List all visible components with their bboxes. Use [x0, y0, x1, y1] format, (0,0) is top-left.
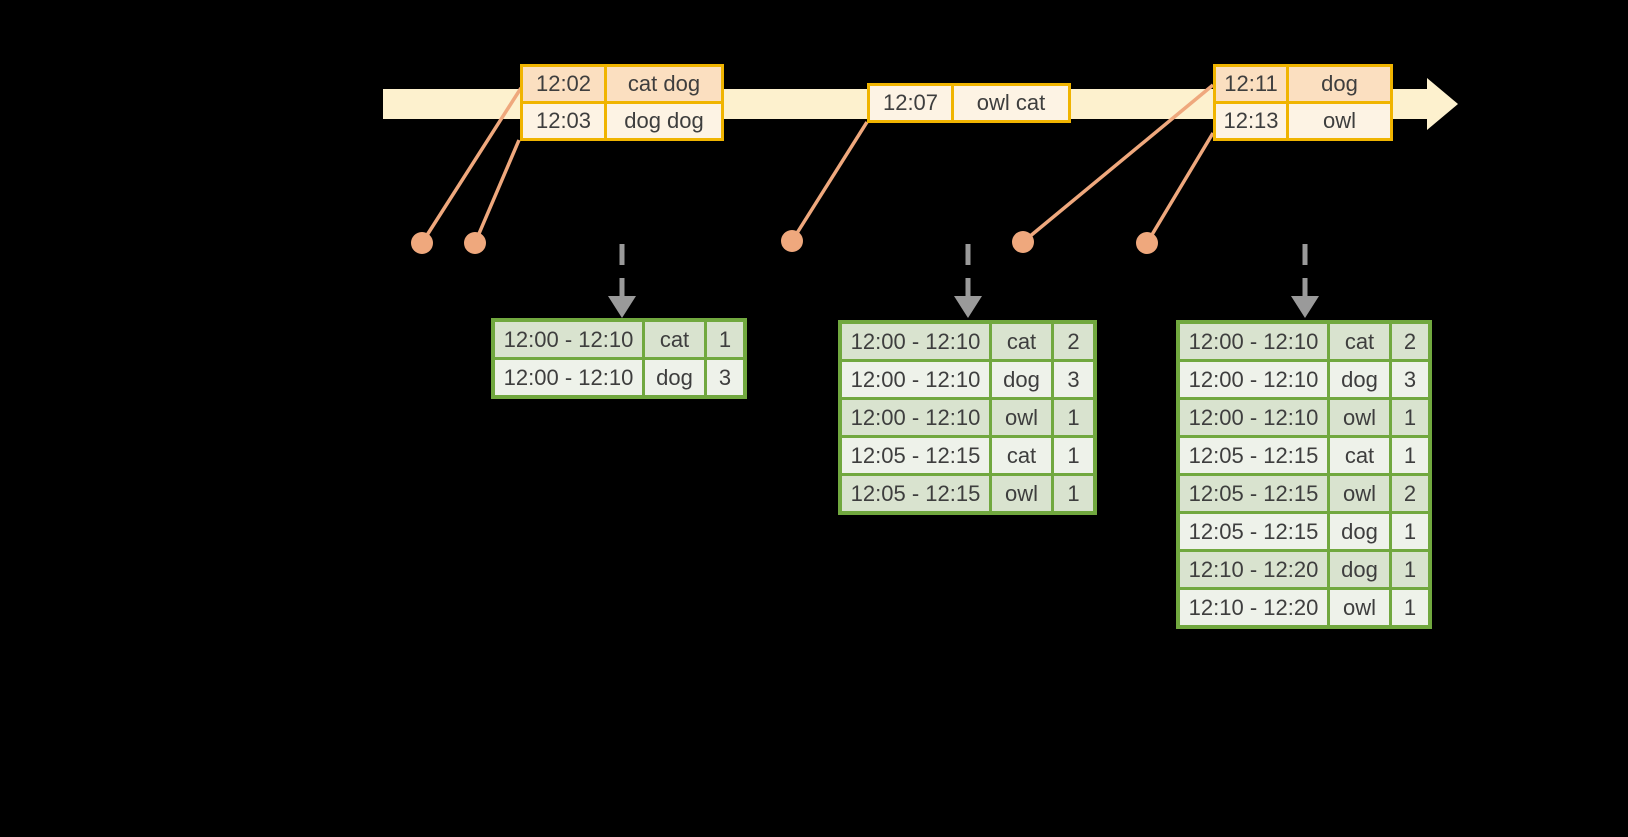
word-cell: owl: [992, 476, 1051, 511]
count-cell: 3: [1392, 362, 1428, 397]
event-dot-icon: [781, 230, 803, 252]
window-cell: 12:05 - 12:15: [1180, 514, 1327, 549]
count-cell: 1: [1054, 438, 1093, 473]
timeline-right-arrow-icon: [1427, 78, 1458, 130]
window-cell: 12:00 - 12:10: [495, 360, 642, 395]
time-cell: 12:13: [1216, 104, 1286, 138]
window-cell: 12:00 - 12:10: [1180, 362, 1327, 397]
word-cell: cat: [1330, 324, 1389, 359]
window-cell: 12:05 - 12:15: [842, 438, 989, 473]
word-cell: dog: [1330, 362, 1389, 397]
time-cell: 12:02: [523, 67, 604, 101]
window-cell: 12:10 - 12:20: [1180, 552, 1327, 587]
words-cell: dog dog: [607, 104, 721, 138]
window-cell: 12:00 - 12:10: [842, 324, 989, 359]
trigger-arrowhead-icon: [1291, 296, 1319, 318]
count-cell: 1: [1392, 400, 1428, 435]
window-cell: 12:05 - 12:15: [1180, 438, 1327, 473]
window-cell: 12:00 - 12:10: [1180, 324, 1327, 359]
event-dot-icon: [464, 232, 486, 254]
count-cell: 1: [1054, 476, 1093, 511]
event-connector-line: [473, 139, 521, 244]
count-cell: 2: [1392, 324, 1428, 359]
window-cell: 12:05 - 12:15: [1180, 476, 1327, 511]
word-cell: cat: [992, 438, 1051, 473]
word-cell: cat: [1330, 438, 1389, 473]
count-cell: 3: [1054, 362, 1093, 397]
word-cell: owl: [1330, 400, 1389, 435]
time-cell: 12:11: [1216, 67, 1286, 101]
event-dot-icon: [411, 232, 433, 254]
count-cell: 1: [1054, 400, 1093, 435]
window-cell: 12:10 - 12:20: [1180, 590, 1327, 625]
count-cell: 2: [1054, 324, 1093, 359]
word-cell: cat: [992, 324, 1051, 359]
count-cell: 1: [1392, 514, 1428, 549]
word-cell: dog: [1330, 514, 1389, 549]
count-cell: 1: [1392, 590, 1428, 625]
window-cell: 12:00 - 12:10: [1180, 400, 1327, 435]
event-connector-line: [1145, 132, 1215, 244]
time-cell: 12:03: [523, 104, 604, 138]
count-cell: 1: [1392, 552, 1428, 587]
trigger-arrowhead-icon: [954, 296, 982, 318]
word-cell: owl: [1330, 476, 1389, 511]
event-dot-icon: [1012, 231, 1034, 253]
window-cell: 12:00 - 12:10: [842, 400, 989, 435]
words-cell: owl cat: [954, 86, 1068, 120]
word-cell: cat: [645, 322, 704, 357]
words-cell: cat dog: [607, 67, 721, 101]
trigger-arrowhead-icon: [608, 296, 636, 318]
count-cell: 3: [707, 360, 743, 395]
word-cell: owl: [1330, 590, 1389, 625]
count-cell: 1: [1392, 438, 1428, 473]
window-cell: 12:00 - 12:10: [495, 322, 642, 357]
event-dot-icon: [1136, 232, 1158, 254]
time-cell: 12:07: [870, 86, 951, 120]
word-cell: dog: [645, 360, 704, 395]
word-cell: owl: [992, 400, 1051, 435]
words-cell: dog: [1289, 67, 1390, 101]
words-cell: owl: [1289, 104, 1390, 138]
word-cell: dog: [1330, 552, 1389, 587]
count-cell: 1: [707, 322, 743, 357]
window-cell: 12:05 - 12:15: [842, 476, 989, 511]
event-connector-line: [790, 121, 869, 242]
word-cell: dog: [992, 362, 1051, 397]
window-cell: 12:00 - 12:10: [842, 362, 989, 397]
count-cell: 2: [1392, 476, 1428, 511]
